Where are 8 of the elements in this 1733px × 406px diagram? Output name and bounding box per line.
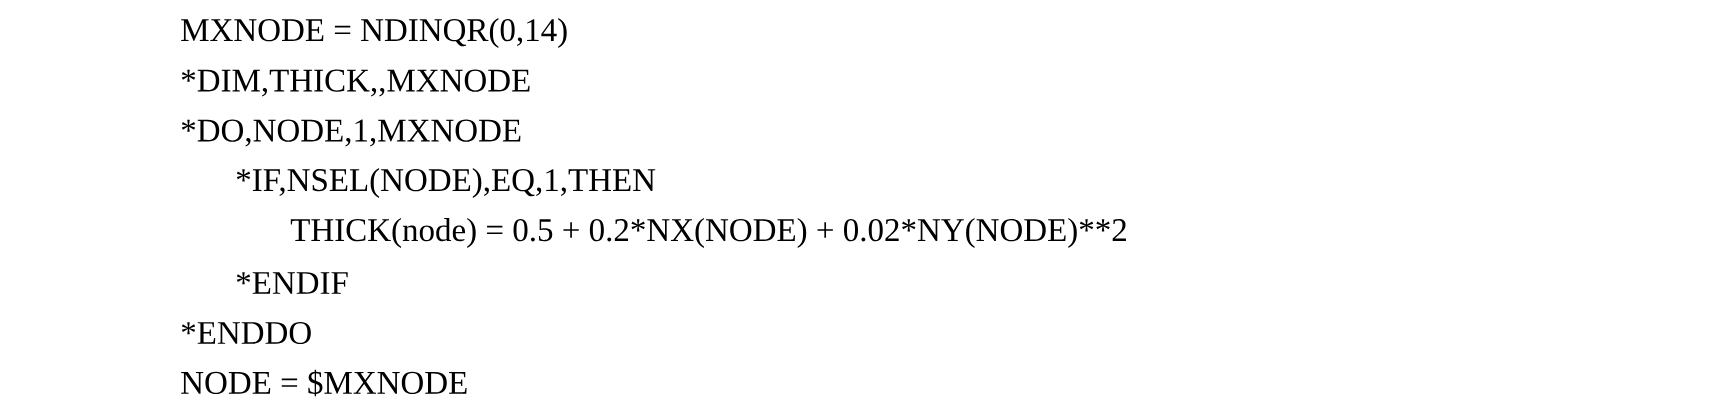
code-line: *ENDDO bbox=[181, 321, 311, 345]
code-line: *DO,NODE,1,MXNODE bbox=[181, 119, 521, 147]
code-line: *IF,NSEL(NODE),EQ,1,THEN bbox=[236, 168, 656, 198]
code-line: *DIM,THICK,,MXNODE bbox=[181, 69, 530, 97]
code-line: *ENDIF bbox=[236, 272, 348, 294]
code-line: NODE = $MXNODE bbox=[181, 369, 467, 397]
code-line: THICK(node) = 0.5 + 0.2*NX(NODE) + 0.02*NY(NODE)**2 bbox=[290, 218, 1126, 248]
code-line: MXNODE = NDINQR(0,14) bbox=[181, 18, 567, 48]
